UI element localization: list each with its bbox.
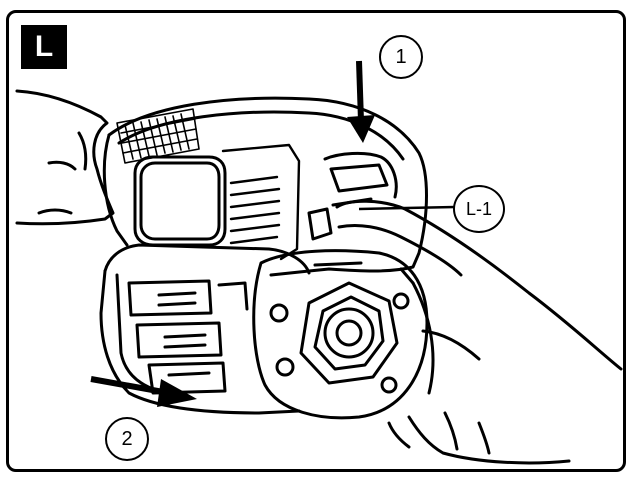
left-hand [15, 89, 115, 226]
panel-label: L [21, 25, 67, 69]
part-leader-line [358, 205, 456, 211]
figure-frame: L [6, 10, 626, 472]
device-illustration [15, 60, 623, 465]
press-arrow [347, 60, 375, 143]
step-2-callout: 2 [105, 417, 149, 461]
step-1-callout: 1 [379, 35, 423, 79]
display-window [133, 155, 227, 247]
slide-arrow [90, 376, 197, 407]
vent-grille [116, 108, 200, 164]
right-hand [335, 199, 623, 465]
part-l1-callout: L-1 [453, 185, 505, 233]
motor-housing [252, 249, 429, 420]
housing-fins [221, 143, 301, 261]
